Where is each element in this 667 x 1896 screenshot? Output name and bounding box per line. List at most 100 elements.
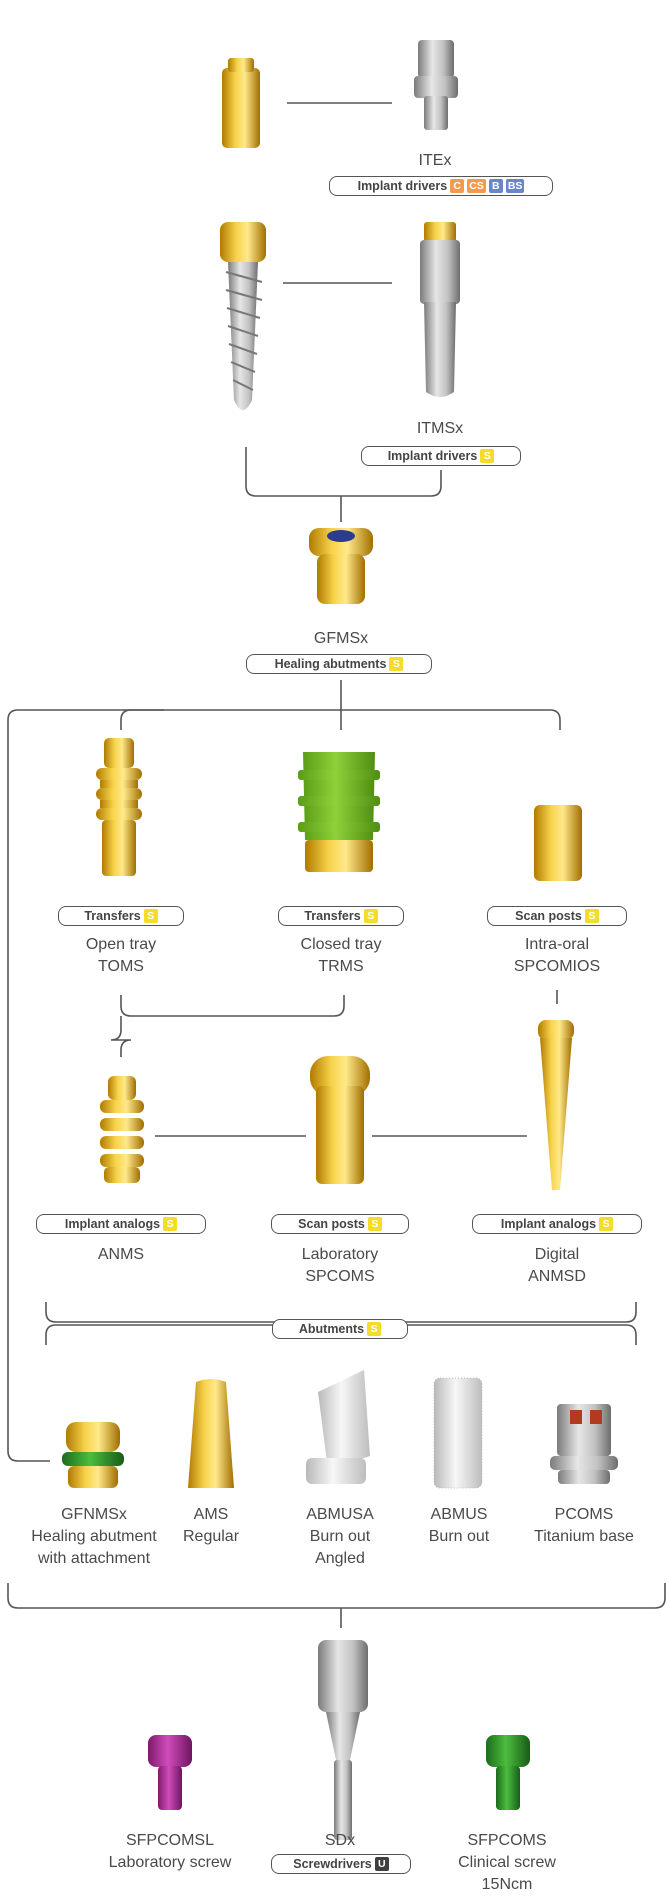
itex-pill[interactable]: Implant drivers C CS B BS — [329, 176, 553, 196]
spcoms-pill[interactable]: Scan posts S — [271, 1214, 409, 1234]
tag-s: S — [363, 909, 378, 923]
itmsx-pill[interactable]: Implant drivers S — [361, 446, 521, 466]
anmsd-line2: ANMSD — [528, 1268, 586, 1285]
abmusa-line1: ABMUSA — [306, 1506, 374, 1523]
anms-label: ANMS — [31, 1244, 211, 1266]
spcoms-line1: Laboratory — [301, 1246, 379, 1263]
pcoms-line2: Titanium base — [534, 1528, 634, 1545]
trms-image — [298, 752, 380, 872]
pcoms-image — [550, 1404, 618, 1484]
trms-label: Closed tray TRMS — [251, 934, 431, 978]
anms-image — [100, 1076, 144, 1183]
tag-s: S — [143, 909, 158, 923]
abutments-pill[interactable]: Abutments S — [272, 1319, 408, 1339]
sfpcoms-line1: SFPCOMS — [467, 1832, 547, 1849]
toms-line1: Open tray — [85, 936, 157, 953]
sdx-pill[interactable]: Screwdrivers U — [271, 1854, 411, 1874]
tag-s: S — [480, 449, 495, 463]
ams-label: AMS Regular — [123, 1504, 299, 1548]
anms-pill[interactable]: Implant analogs S — [36, 1214, 206, 1234]
tag-b: B — [488, 179, 503, 193]
itmsx-pill-label: Implant drivers — [387, 449, 478, 463]
tag-cs: CS — [467, 179, 486, 193]
sfpcoms-label: SFPCOMS Clinical screw 15Ncm — [417, 1830, 597, 1896]
ams-image — [188, 1379, 234, 1488]
abmusa-line2: Burn out — [309, 1528, 371, 1545]
trms-pill-label: Transfers — [304, 909, 361, 923]
abmus-image — [433, 1377, 483, 1489]
abmus-line2: Burn out — [428, 1528, 490, 1545]
anmsd-label: Digital ANMSD — [467, 1244, 647, 1288]
tag-s: S — [584, 909, 599, 923]
sfpcoms-line2: Clinical screw — [458, 1854, 556, 1871]
trms-line2: TRMS — [318, 958, 364, 975]
tag-s: S — [367, 1322, 382, 1336]
sfpcomsl-image — [148, 1735, 192, 1810]
toms-image — [96, 738, 142, 876]
pcoms-label: PCOMS Titanium base — [494, 1504, 667, 1548]
ams-line2: Regular — [182, 1528, 240, 1545]
spcoms-pill-label: Scan posts — [298, 1217, 365, 1231]
anmsd-pill[interactable]: Implant analogs S — [472, 1214, 642, 1234]
anmsd-image — [538, 1020, 574, 1190]
itex-pill-label: Implant drivers — [357, 179, 448, 193]
abmus-line1: ABMUS — [430, 1506, 488, 1523]
abmusa-image — [306, 1370, 370, 1484]
tag-s: S — [163, 1217, 178, 1231]
anms-line1: ANMS — [97, 1246, 145, 1263]
tag-u: U — [374, 1857, 389, 1871]
spcomios-label: Intra-oral SPCOMIOS — [467, 934, 647, 978]
itex-driver-image — [414, 40, 458, 130]
gfmsx-name: GFMSx — [313, 630, 369, 647]
ams-line1: AMS — [193, 1506, 229, 1523]
itmsx-name: ITMSx — [416, 420, 464, 437]
tag-s: S — [389, 657, 404, 671]
toms-pill-label: Transfers — [84, 909, 141, 923]
abmusa-label: ABMUSA Burn out Angled — [250, 1504, 430, 1570]
gfnmsx-line1: GFNMSx — [61, 1506, 127, 1523]
itex-name: ITEx — [418, 152, 452, 169]
tag-s: S — [367, 1217, 382, 1231]
sfpcomsl-label: SFPCOMSL Laboratory screw — [80, 1830, 260, 1874]
tag-c: C — [450, 179, 465, 193]
gfnmsx-image — [62, 1422, 124, 1488]
abutments-pill-label: Abutments — [298, 1322, 365, 1336]
sfpcomsl-line1: SFPCOMSL — [125, 1832, 214, 1849]
anmsd-line1: Digital — [534, 1246, 580, 1263]
abmus-label: ABMUS Burn out — [371, 1504, 547, 1548]
toms-line2: TOMS — [98, 958, 144, 975]
abmusa-line3: Angled — [315, 1550, 365, 1567]
toms-pill[interactable]: Transfers S — [58, 906, 184, 926]
gfnmsx-label: GFNMSx Healing abutment with attachment — [4, 1504, 184, 1570]
pcoms-line1: PCOMS — [554, 1506, 614, 1523]
toms-label: Open tray TOMS — [31, 934, 211, 978]
sfpcomsl-line2: Laboratory screw — [108, 1854, 232, 1871]
tag-bs: BS — [505, 179, 525, 193]
spcoms-line2: SPCOMS — [305, 1268, 375, 1285]
gfnmsx-line2: Healing abutment — [31, 1528, 157, 1545]
anms-pill-label: Implant analogs — [64, 1217, 161, 1231]
trms-pill[interactable]: Transfers S — [278, 906, 404, 926]
tag-s: S — [599, 1217, 614, 1231]
spcomios-line1: Intra-oral — [524, 936, 590, 953]
trms-line1: Closed tray — [300, 936, 382, 953]
sdx-pill-label: Screwdrivers — [293, 1857, 372, 1871]
anmsd-pill-label: Implant analogs — [500, 1217, 597, 1231]
gfmsx-pill[interactable]: Healing abutments S — [246, 654, 432, 674]
sdx-image — [318, 1640, 368, 1840]
itmsx-driver-image — [420, 222, 460, 397]
spcomios-image — [534, 805, 582, 881]
spcomios-pill-label: Scan posts — [515, 909, 582, 923]
gfmsx-image — [309, 528, 373, 604]
spcoms-image — [310, 1056, 370, 1184]
spcomios-pill[interactable]: Scan posts S — [487, 906, 627, 926]
gfnmsx-line3: with attachment — [37, 1550, 151, 1567]
spcoms-label: Laboratory SPCOMS — [250, 1244, 430, 1288]
itmsx-implant-image — [220, 222, 266, 410]
sdx-name: SDx — [324, 1832, 356, 1849]
itex-gold-cap-image — [222, 58, 260, 148]
spcomios-line2: SPCOMIOS — [513, 958, 601, 975]
sfpcoms-line3: 15Ncm — [481, 1876, 533, 1893]
sfpcoms-image — [486, 1735, 530, 1810]
